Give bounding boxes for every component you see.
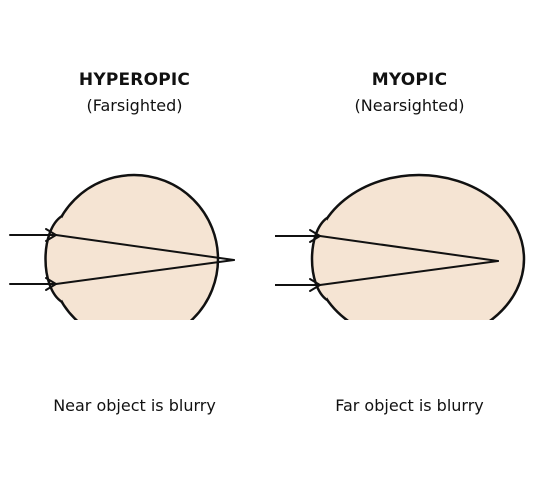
- hyperopic-panel: HYPEROPIC (Farsighted) Near object is bl…: [9, 70, 235, 415]
- hyperopic-eyeball: [44, 173, 220, 320]
- eyeball-body: [48, 173, 220, 320]
- myopic-eye-diagram: [275, 173, 526, 320]
- ray-bottom-refracted: [319, 260, 499, 286]
- myopic-title: MYOPIC: [371, 70, 448, 90]
- hyperopic-eye-diagram: [9, 173, 235, 320]
- ray-top-refracted: [319, 235, 499, 262]
- hyperopic-title: HYPEROPIC: [78, 70, 191, 90]
- myopic-subtitle: (Nearsighted): [354, 96, 465, 115]
- refracted-rays: [55, 234, 235, 285]
- eyeball-body: [312, 173, 526, 320]
- refracted-rays: [319, 235, 499, 286]
- hyperopic-caption: Near object is blurry: [53, 396, 216, 415]
- myopic-caption: Far object is blurry: [335, 396, 484, 415]
- ray-bottom-refracted: [55, 259, 235, 285]
- myopic-panel: MYOPIC (Nearsighted) Far object is blurr…: [275, 0, 550, 487]
- hyperopic-subtitle: (Farsighted): [86, 96, 183, 115]
- myopic-eyeball: [310, 173, 526, 320]
- ray-top-refracted: [55, 234, 235, 261]
